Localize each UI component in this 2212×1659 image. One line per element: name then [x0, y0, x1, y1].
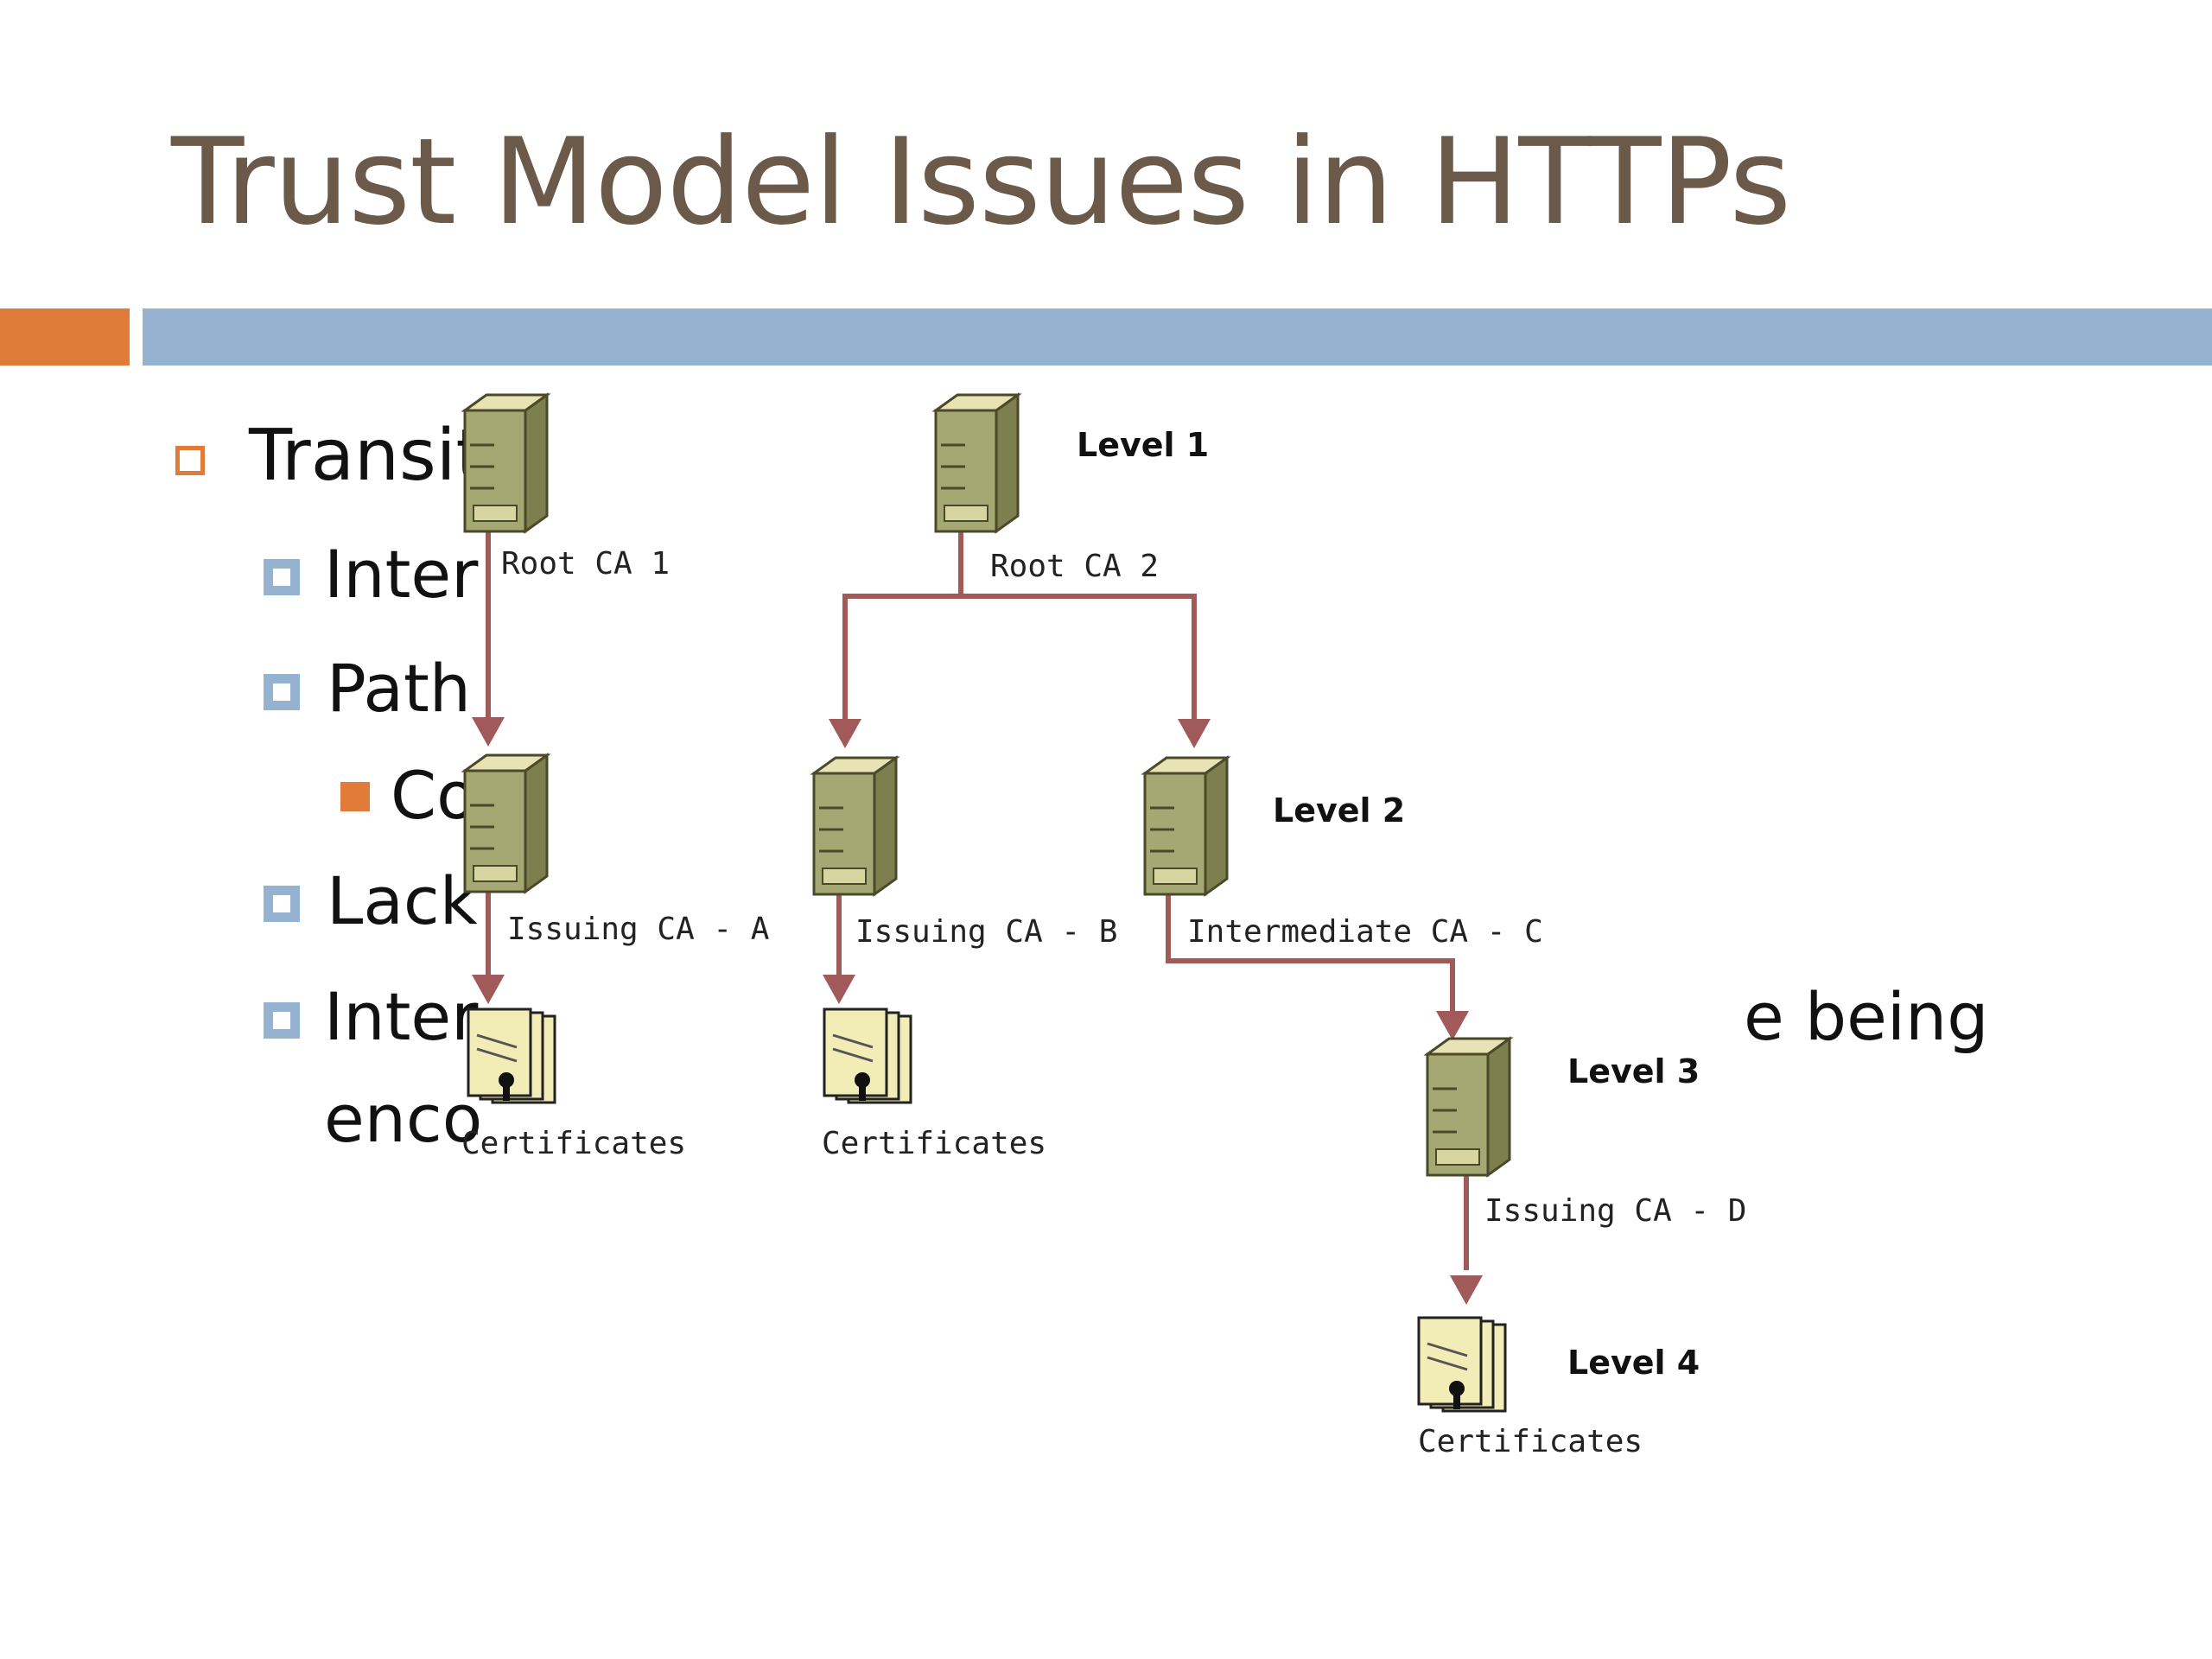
issuing-ca-a-server-icon [463, 753, 549, 893]
bullet-co: Co [391, 757, 477, 834]
level-2-label: Level 2 [1273, 791, 1405, 830]
bullet-inter-2-tail: e being [1744, 978, 1989, 1055]
title-accent-bar [0, 308, 130, 365]
issuing-ca-a-label: Issuing CA - A [507, 912, 770, 947]
root-ca-2-server-icon [934, 393, 1020, 533]
bullet-path: Path [327, 650, 471, 727]
sub-sub-bullet-icon [340, 782, 370, 811]
connector-lines [486, 527, 1469, 1270]
bullet-inter-1: Inter [324, 536, 479, 613]
certificates-d-icon [1417, 1316, 1507, 1413]
issuing-ca-b-label: Issuing CA - B [855, 914, 1117, 950]
certificates-d-label: Certificates [1418, 1424, 1643, 1459]
issuing-ca-d-server-icon [1426, 1037, 1511, 1177]
certificates-b-label: Certificates [822, 1126, 1046, 1161]
slide-title: Trust Model Issues in HTTPs [171, 112, 1791, 251]
level-3-label: Level 3 [1567, 1052, 1700, 1090]
bullet-square-icon [175, 446, 205, 475]
level-1-label: Level 1 [1077, 426, 1209, 464]
sub-bullet-icon [264, 674, 300, 710]
sub-bullet-icon [264, 886, 300, 922]
bullet-enco: enco [324, 1080, 483, 1157]
intermediate-ca-c-label: Intermediate CA - C [1187, 914, 1543, 950]
bullet-inter-2: Inter [324, 978, 479, 1055]
intermediate-ca-c-server-icon [1143, 756, 1229, 896]
sub-bullet-icon [264, 559, 300, 595]
title-divider-bar [143, 308, 2212, 365]
root-ca-1-label: Root CA 1 [501, 546, 670, 582]
root-ca-2-label: Root CA 2 [990, 549, 1159, 584]
sub-bullet-icon [264, 1002, 300, 1039]
bullet-lack: Lack [327, 862, 478, 939]
level-4-label: Level 4 [1567, 1344, 1700, 1382]
certificates-a-icon [467, 1007, 556, 1104]
issuing-ca-b-server-icon [812, 756, 898, 896]
root-ca-1-server-icon [463, 393, 549, 533]
certificates-a-label: Certificates [461, 1126, 686, 1161]
certificates-b-icon [823, 1007, 912, 1104]
bullet-transit: Transit [249, 415, 484, 497]
issuing-ca-d-label: Issuing CA - D [1484, 1193, 1746, 1229]
